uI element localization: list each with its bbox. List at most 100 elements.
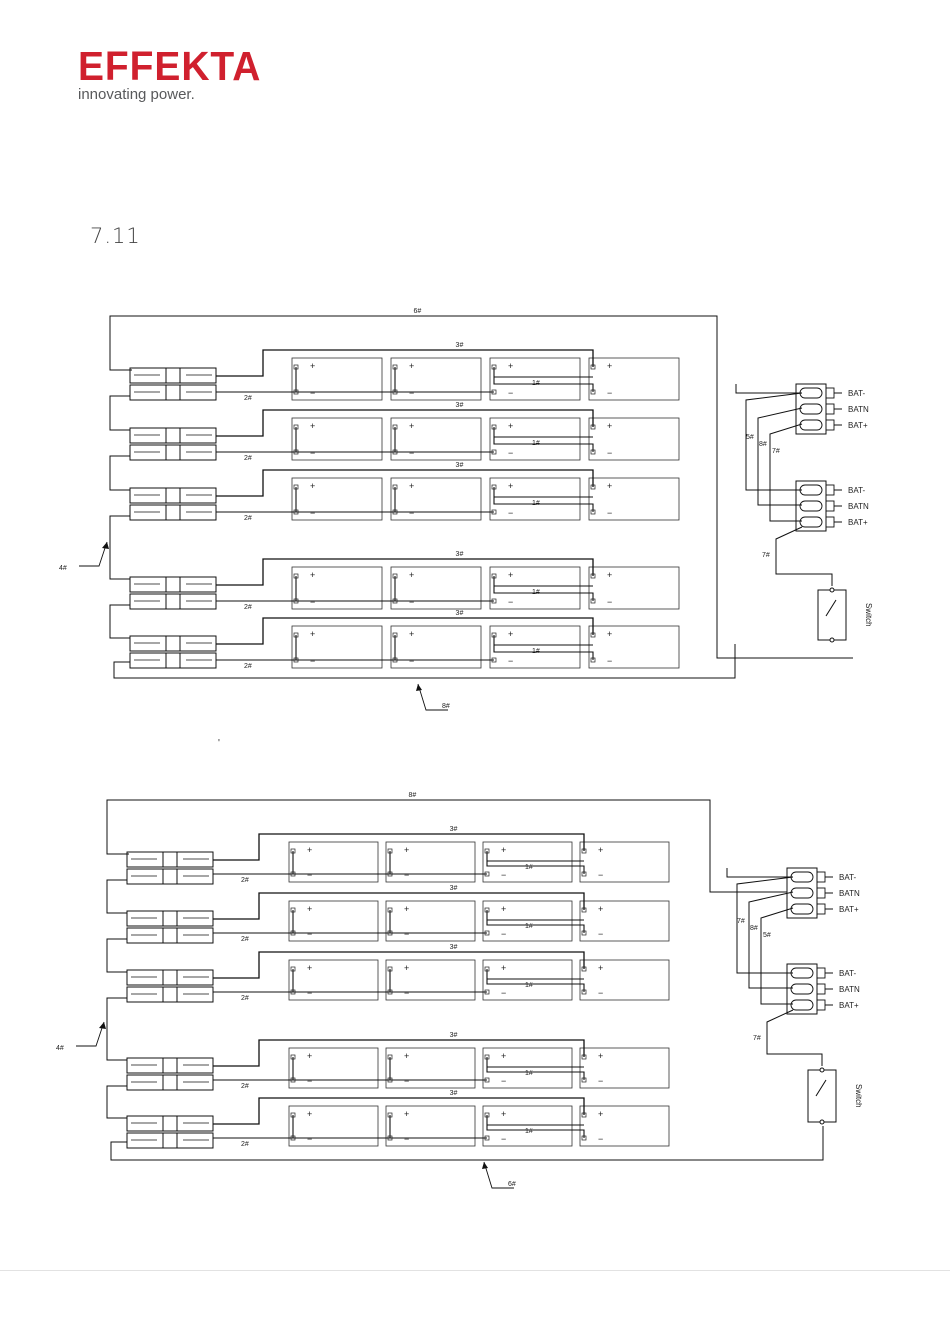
connector-housing bbox=[176, 1057, 214, 1074]
series-jumper-wire bbox=[213, 1097, 585, 1125]
plus-terminal-label: + bbox=[598, 1109, 603, 1119]
series-jumper-wire bbox=[216, 469, 594, 497]
plus-terminal-label: + bbox=[307, 845, 312, 855]
connector-housing bbox=[176, 1132, 214, 1149]
terminal-label: BATN bbox=[839, 889, 860, 898]
terminal-slot bbox=[790, 983, 814, 995]
battery-cell bbox=[482, 1047, 573, 1089]
battery-cell bbox=[489, 417, 581, 461]
stack-link-wire bbox=[109, 515, 130, 580]
plus-terminal-label: + bbox=[501, 904, 506, 914]
connector-housing bbox=[129, 444, 167, 461]
wire-label-series: 3# bbox=[456, 402, 464, 409]
plus-terminal-label: + bbox=[310, 570, 315, 580]
connector-contact bbox=[162, 868, 178, 885]
terminal-slot bbox=[799, 516, 823, 528]
return-pointer bbox=[417, 683, 448, 711]
minus-terminal-label: − bbox=[501, 1134, 506, 1144]
wire-label-series: 3# bbox=[450, 1090, 458, 1097]
wire-label-series: 3# bbox=[456, 462, 464, 469]
cell-link-wire bbox=[394, 427, 494, 453]
terminal-slot bbox=[790, 871, 814, 883]
connector-contact bbox=[162, 986, 178, 1003]
wire-label-stack: 4# bbox=[59, 565, 67, 572]
cell-link-wire bbox=[389, 910, 487, 934]
battery-cell bbox=[390, 625, 482, 669]
battery-cell bbox=[291, 417, 383, 461]
plus-terminal-label: + bbox=[598, 963, 603, 973]
connector-housing bbox=[129, 384, 167, 401]
battery-cell bbox=[291, 625, 383, 669]
stack-link-wire bbox=[109, 604, 130, 639]
terminal-pin bbox=[816, 887, 826, 899]
battery-cell bbox=[390, 566, 482, 610]
terminal-pin bbox=[816, 967, 826, 979]
connector-contact bbox=[162, 1074, 178, 1091]
connector-housing bbox=[176, 1074, 214, 1091]
pointer-arrowhead bbox=[482, 1162, 488, 1169]
wire-label-terminal: 8# bbox=[750, 925, 758, 932]
terminal-label: BAT+ bbox=[839, 1001, 859, 1010]
stack-link-wire bbox=[106, 997, 127, 1061]
minus-terminal-label: − bbox=[598, 870, 603, 880]
connector-housing bbox=[129, 576, 167, 593]
battery-cell bbox=[588, 625, 680, 669]
battery-wiring-diagram-2: 8#+−+−+−+−3#1#2#+−+−+−+−3#1#2#+−+−+−+−3#… bbox=[56, 792, 863, 1189]
terminal-label: BAT+ bbox=[848, 518, 868, 527]
plus-terminal-label: + bbox=[607, 570, 612, 580]
switch-body bbox=[807, 1069, 837, 1123]
wire-label-terminal: 5# bbox=[746, 434, 754, 441]
battery-cell bbox=[579, 841, 670, 883]
minus-terminal-label: − bbox=[307, 1134, 312, 1144]
minus-terminal-label: − bbox=[607, 388, 612, 398]
connector-contact bbox=[162, 910, 178, 927]
plus-terminal-label: + bbox=[607, 481, 612, 491]
connector-contact bbox=[162, 969, 178, 986]
terminal-label: BAT- bbox=[848, 389, 866, 398]
plus-terminal-label: + bbox=[404, 845, 409, 855]
battery-cell bbox=[489, 357, 581, 401]
wire-label-terminal: 7# bbox=[772, 448, 780, 455]
terminal-wire bbox=[760, 907, 794, 1005]
wire-label-top: 6# bbox=[414, 308, 422, 315]
cell-link-wire bbox=[389, 851, 487, 875]
connector-housing bbox=[176, 986, 214, 1003]
minus-terminal-label: − bbox=[409, 656, 414, 666]
connector-housing bbox=[126, 851, 164, 868]
cell-link-wire bbox=[493, 367, 594, 392]
series-jumper-wire bbox=[213, 1039, 585, 1067]
switch-lead-wire bbox=[766, 1009, 823, 1066]
battery-cell bbox=[588, 477, 680, 521]
logo-tagline: innovating power. bbox=[78, 86, 195, 103]
plus-terminal-label: + bbox=[307, 963, 312, 973]
wire-label-series: 3# bbox=[450, 1032, 458, 1039]
minus-terminal-label: − bbox=[508, 448, 513, 458]
terminal-label: BAT- bbox=[839, 873, 857, 882]
connector-contact bbox=[162, 1057, 178, 1074]
pointer-arrowhead bbox=[416, 684, 422, 691]
cell-link-wire bbox=[486, 1057, 585, 1080]
minus-terminal-label: − bbox=[310, 448, 315, 458]
wire-label-series: 3# bbox=[456, 342, 464, 349]
connector-housing bbox=[129, 635, 167, 652]
pointer-arrowhead bbox=[99, 1022, 106, 1029]
cell-link-wire bbox=[486, 851, 585, 874]
plus-terminal-label: + bbox=[607, 629, 612, 639]
battery-cell bbox=[489, 566, 581, 610]
battery-cell bbox=[291, 357, 383, 401]
connector-contact bbox=[165, 576, 181, 593]
pointer-arrowhead bbox=[102, 542, 109, 549]
wire-label-cell-link: 1# bbox=[532, 648, 540, 655]
wire-label-stack: 4# bbox=[56, 1045, 64, 1052]
switch-lead-wire bbox=[775, 526, 833, 586]
minus-terminal-label: − bbox=[598, 988, 603, 998]
minus-terminal-label: − bbox=[508, 388, 513, 398]
series-jumper-wire bbox=[216, 558, 594, 586]
connector-housing bbox=[179, 593, 217, 610]
battery-cell bbox=[385, 1047, 476, 1089]
terminal-slot bbox=[799, 500, 823, 512]
connector-housing bbox=[179, 504, 217, 521]
series-jumper-wire bbox=[216, 409, 594, 437]
plus-terminal-label: + bbox=[501, 845, 506, 855]
battery-cell bbox=[291, 477, 383, 521]
